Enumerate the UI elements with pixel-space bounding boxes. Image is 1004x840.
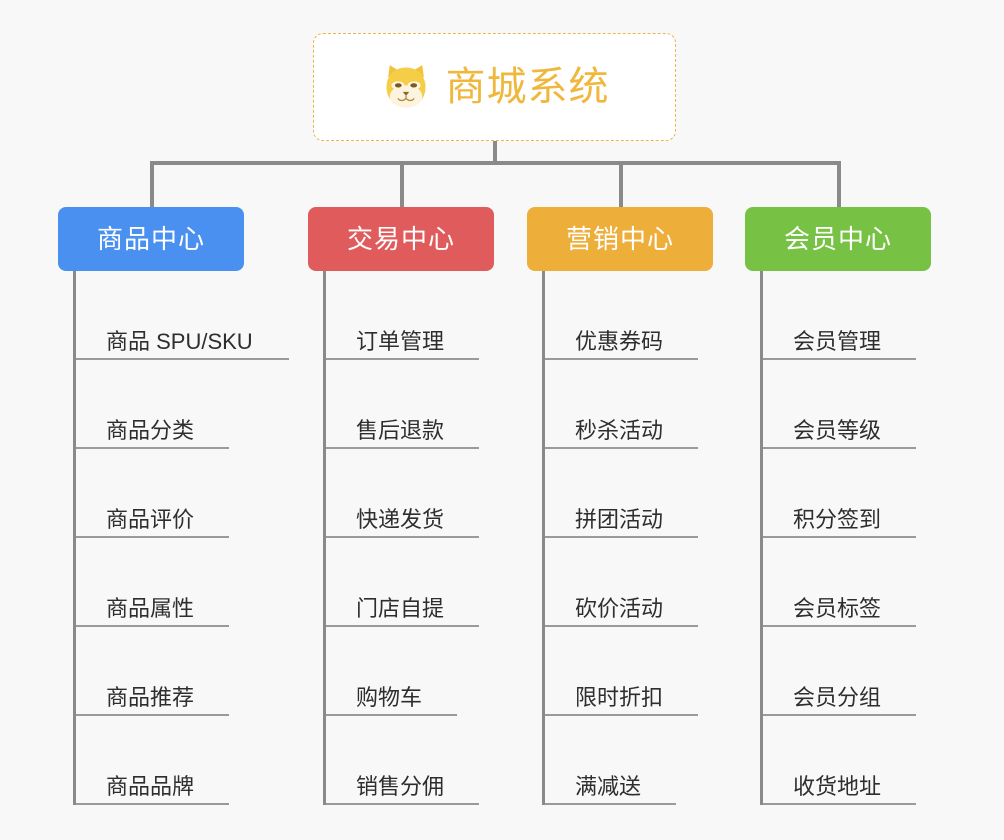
list-item[interactable]: 销售分佣 <box>326 716 494 805</box>
category-items-2: 订单管理 售后退款 快递发货 门店自提 购物车 销售分佣 <box>323 271 494 805</box>
item-underline <box>326 447 479 449</box>
list-item[interactable]: 会员分组 <box>763 627 931 716</box>
list-item[interactable]: 商品属性 <box>76 538 263 627</box>
category-label-3: 营销中心 <box>565 224 674 254</box>
list-item[interactable]: 商品品牌 <box>76 716 263 805</box>
item-label: 会员等级 <box>793 418 882 443</box>
list-item[interactable]: 商品评价 <box>76 449 263 538</box>
item-label: 会员标签 <box>793 596 882 621</box>
shiba-dog-icon <box>380 61 432 113</box>
category-label-4: 会员中心 <box>783 224 892 254</box>
item-underline <box>545 358 698 360</box>
category-label-1: 商品中心 <box>96 224 205 254</box>
item-underline <box>763 358 916 360</box>
item-underline <box>763 447 916 449</box>
root-title: 商城系统 <box>445 65 610 109</box>
item-label: 满减送 <box>575 774 642 799</box>
item-label: 售后退款 <box>356 418 445 443</box>
item-underline <box>545 625 698 627</box>
item-label: 积分签到 <box>793 507 882 532</box>
list-item[interactable]: 会员管理 <box>763 271 931 360</box>
item-label: 商品品牌 <box>106 774 195 799</box>
list-item[interactable]: 砍价活动 <box>545 538 713 627</box>
connector-horizontal-bus <box>150 161 837 165</box>
connector-root-stem <box>493 141 497 164</box>
item-label: 购物车 <box>356 685 423 710</box>
category-header-1[interactable]: 商品中心 <box>58 207 244 271</box>
list-item[interactable]: 商品 SPU/SKU <box>76 271 289 360</box>
connector-drop-2 <box>400 161 404 207</box>
item-underline <box>763 625 916 627</box>
item-label: 门店自提 <box>356 596 445 621</box>
item-underline <box>763 714 916 716</box>
item-underline <box>545 714 698 716</box>
item-label: 商品推荐 <box>106 685 195 710</box>
item-label: 会员管理 <box>793 329 882 354</box>
item-underline <box>326 358 479 360</box>
item-underline <box>76 536 229 538</box>
item-label: 快递发货 <box>356 507 445 532</box>
list-item[interactable]: 会员标签 <box>763 538 931 627</box>
item-label: 收货地址 <box>793 774 882 799</box>
item-label: 商品分类 <box>106 418 195 443</box>
item-label: 限时折扣 <box>575 685 664 710</box>
list-item[interactable]: 积分签到 <box>763 449 931 538</box>
list-item[interactable]: 拼团活动 <box>545 449 713 538</box>
category-column-1: 商品中心 商品 SPU/SKU 商品分类 商品评价 商品属性 商品推荐 <box>58 207 289 805</box>
item-underline <box>326 625 479 627</box>
category-items-1: 商品 SPU/SKU 商品分类 商品评价 商品属性 商品推荐 商品品牌 <box>73 271 289 805</box>
category-column-4: 会员中心 会员管理 会员等级 积分签到 会员标签 会员分组 <box>745 207 931 805</box>
connector-drop-4 <box>837 161 841 207</box>
item-underline <box>763 536 916 538</box>
category-column-3: 营销中心 优惠券码 秒杀活动 拼团活动 砍价活动 限时折扣 <box>527 207 713 805</box>
item-label: 秒杀活动 <box>575 418 664 443</box>
list-item[interactable]: 商品分类 <box>76 360 263 449</box>
item-underline <box>76 447 229 449</box>
connector-drop-3 <box>619 161 623 207</box>
item-label: 商品评价 <box>106 507 195 532</box>
item-label: 订单管理 <box>356 329 445 354</box>
item-underline <box>76 714 229 716</box>
item-label: 拼团活动 <box>575 507 664 532</box>
category-header-2[interactable]: 交易中心 <box>308 207 494 271</box>
category-header-3[interactable]: 营销中心 <box>527 207 713 271</box>
category-label-2: 交易中心 <box>346 224 455 254</box>
item-label: 优惠券码 <box>575 329 664 354</box>
item-underline <box>326 536 479 538</box>
root-node[interactable]: 商城系统 <box>313 33 676 141</box>
list-item[interactable]: 售后退款 <box>326 360 494 449</box>
category-items-3: 优惠券码 秒杀活动 拼团活动 砍价活动 限时折扣 满减送 <box>542 271 713 805</box>
item-label: 砍价活动 <box>575 596 664 621</box>
item-underline <box>326 803 479 805</box>
list-item[interactable]: 快递发货 <box>326 449 494 538</box>
category-header-4[interactable]: 会员中心 <box>745 207 931 271</box>
connector-drop-1 <box>150 161 154 207</box>
item-underline <box>76 803 229 805</box>
list-item[interactable]: 购物车 <box>326 627 494 716</box>
list-item[interactable]: 满减送 <box>545 716 713 805</box>
item-underline <box>545 447 698 449</box>
list-item[interactable]: 商品推荐 <box>76 627 263 716</box>
item-underline <box>76 625 229 627</box>
category-column-2: 交易中心 订单管理 售后退款 快递发货 门店自提 购物车 <box>308 207 494 805</box>
item-underline <box>545 803 676 805</box>
item-label: 会员分组 <box>793 685 882 710</box>
list-item[interactable]: 优惠券码 <box>545 271 713 360</box>
list-item[interactable]: 收货地址 <box>763 716 931 805</box>
item-underline <box>76 358 289 360</box>
item-underline <box>545 536 698 538</box>
item-label: 商品属性 <box>106 596 195 621</box>
item-underline <box>326 714 457 716</box>
list-item[interactable]: 门店自提 <box>326 538 494 627</box>
item-underline <box>763 803 916 805</box>
list-item[interactable]: 订单管理 <box>326 271 494 360</box>
list-item[interactable]: 秒杀活动 <box>545 360 713 449</box>
list-item[interactable]: 会员等级 <box>763 360 931 449</box>
category-items-4: 会员管理 会员等级 积分签到 会员标签 会员分组 收货地址 <box>760 271 931 805</box>
item-label: 销售分佣 <box>356 774 445 799</box>
list-item[interactable]: 限时折扣 <box>545 627 713 716</box>
item-label: 商品 SPU/SKU <box>106 329 253 354</box>
